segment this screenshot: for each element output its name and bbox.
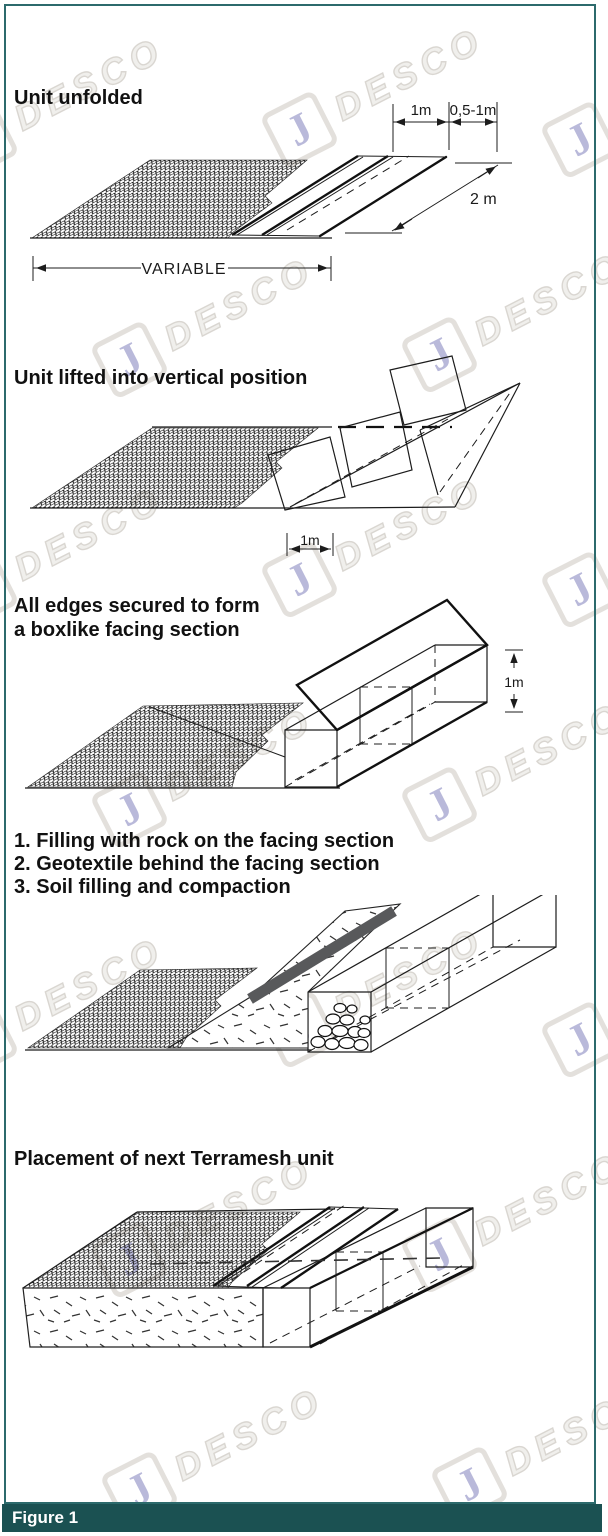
rock-fill bbox=[310, 1002, 371, 1052]
dim-label-base: 1m bbox=[300, 532, 319, 548]
dim-label-height: 1m bbox=[504, 674, 523, 690]
fold-line-dashed bbox=[286, 155, 410, 231]
diagram-unit-unfolded: 1m 0,5-1m 2 m VARIABLE bbox=[30, 102, 512, 281]
box-far-face bbox=[425, 1207, 474, 1268]
facing-panel-edge bbox=[280, 1208, 399, 1289]
mesh-panel bbox=[31, 427, 319, 509]
section-title-secured-line2: a boxlike facing section bbox=[14, 619, 240, 641]
figure-label: Figure 1 bbox=[12, 1508, 79, 1527]
page-border bbox=[4, 4, 596, 1504]
dim-arrow bbox=[394, 218, 413, 231]
mesh-tail-edge bbox=[149, 706, 286, 758]
lifted-frame-edge bbox=[334, 506, 456, 509]
lifted-frame-edge bbox=[289, 382, 521, 508]
hidden-edge-dashed bbox=[269, 1263, 466, 1345]
section-title-secured-line1: All edges secured to form bbox=[14, 595, 260, 617]
dim-arrow bbox=[477, 166, 496, 179]
dim-label-length: VARIABLE bbox=[141, 261, 226, 278]
dim-extension-lines bbox=[392, 102, 498, 152]
hidden-edge-dashed bbox=[294, 418, 449, 505]
hidden-edge-dashed bbox=[319, 939, 521, 1047]
mesh-panel bbox=[22, 1211, 301, 1289]
box-divider-dashed bbox=[336, 1251, 383, 1312]
step-3: 3. Soil filling and compaction bbox=[14, 876, 291, 898]
box-divider bbox=[359, 687, 413, 744]
hidden-edge-dashed bbox=[439, 389, 513, 493]
diagram-filling bbox=[25, 895, 557, 1053]
dim-label-width: 2 m bbox=[470, 191, 497, 208]
lid-panel bbox=[295, 598, 489, 732]
section-title-unfolded: Unit unfolded bbox=[14, 87, 143, 109]
box-far-face bbox=[435, 644, 488, 703]
section-title-placement: Placement of next Terramesh unit bbox=[14, 1148, 334, 1170]
box-divider-dashed bbox=[360, 686, 412, 745]
dim-label-fold1: 1m bbox=[411, 102, 432, 119]
section-title-lifted: Unit lifted into vertical position bbox=[14, 367, 308, 389]
box-front-face bbox=[262, 1287, 311, 1348]
geotextile-band bbox=[247, 906, 397, 1004]
dim-extension-lines bbox=[286, 533, 334, 556]
diagram-next-unit bbox=[22, 1202, 474, 1349]
lifted-panel bbox=[389, 355, 467, 426]
diagram-boxlike-section: 1m bbox=[25, 598, 524, 789]
fold-line-dashed bbox=[149, 1257, 441, 1265]
soil-block-face bbox=[22, 1287, 264, 1348]
dim-extension-lines bbox=[345, 162, 512, 234]
box-edge bbox=[262, 1207, 427, 1289]
box-edge bbox=[307, 895, 557, 1053]
facing-panel-edge bbox=[231, 155, 447, 237]
box-divider-dashed bbox=[386, 947, 449, 1009]
facing-panel-edge bbox=[318, 155, 448, 238]
box-divider bbox=[335, 1252, 384, 1311]
facing-panel-edge bbox=[251, 1207, 370, 1288]
step-2: 2. Geotextile behind the facing section bbox=[14, 853, 380, 875]
lifted-panel bbox=[339, 411, 413, 488]
mesh-panel bbox=[27, 702, 304, 788]
hidden-edge-dashed bbox=[294, 703, 431, 781]
diagram-unit-lifted: 1m bbox=[30, 355, 521, 556]
lifted-panel bbox=[267, 436, 346, 511]
fold-line-dashed bbox=[231, 1202, 349, 1281]
dim-label-fold2: 0,5-1m bbox=[450, 102, 497, 119]
figure-bar: Figure 1 bbox=[2, 1504, 602, 1532]
step-1: 1. Filling with rock on the facing secti… bbox=[14, 830, 395, 852]
facing-panel-fold bbox=[231, 154, 359, 237]
mesh-panel bbox=[27, 967, 258, 1049]
mesh-panel bbox=[31, 159, 308, 239]
section-steps-filling: 1. Filling with rock on the facing secti… bbox=[14, 830, 394, 899]
facing-panel-edge bbox=[266, 156, 394, 236]
section-title-secured: All edges secured to form a boxlike faci… bbox=[14, 594, 260, 642]
lifted-frame-edge bbox=[419, 382, 521, 508]
facing-panel-edge bbox=[236, 156, 364, 236]
box-edge bbox=[309, 1265, 474, 1349]
box-front-face bbox=[284, 729, 338, 788]
box-edge bbox=[336, 700, 488, 789]
dim-extension-lines bbox=[505, 649, 523, 713]
box-edge bbox=[309, 1207, 474, 1289]
facing-panel-fold bbox=[246, 1206, 365, 1287]
box-far-face bbox=[492, 895, 557, 948]
facing-panel-fold bbox=[261, 154, 389, 237]
